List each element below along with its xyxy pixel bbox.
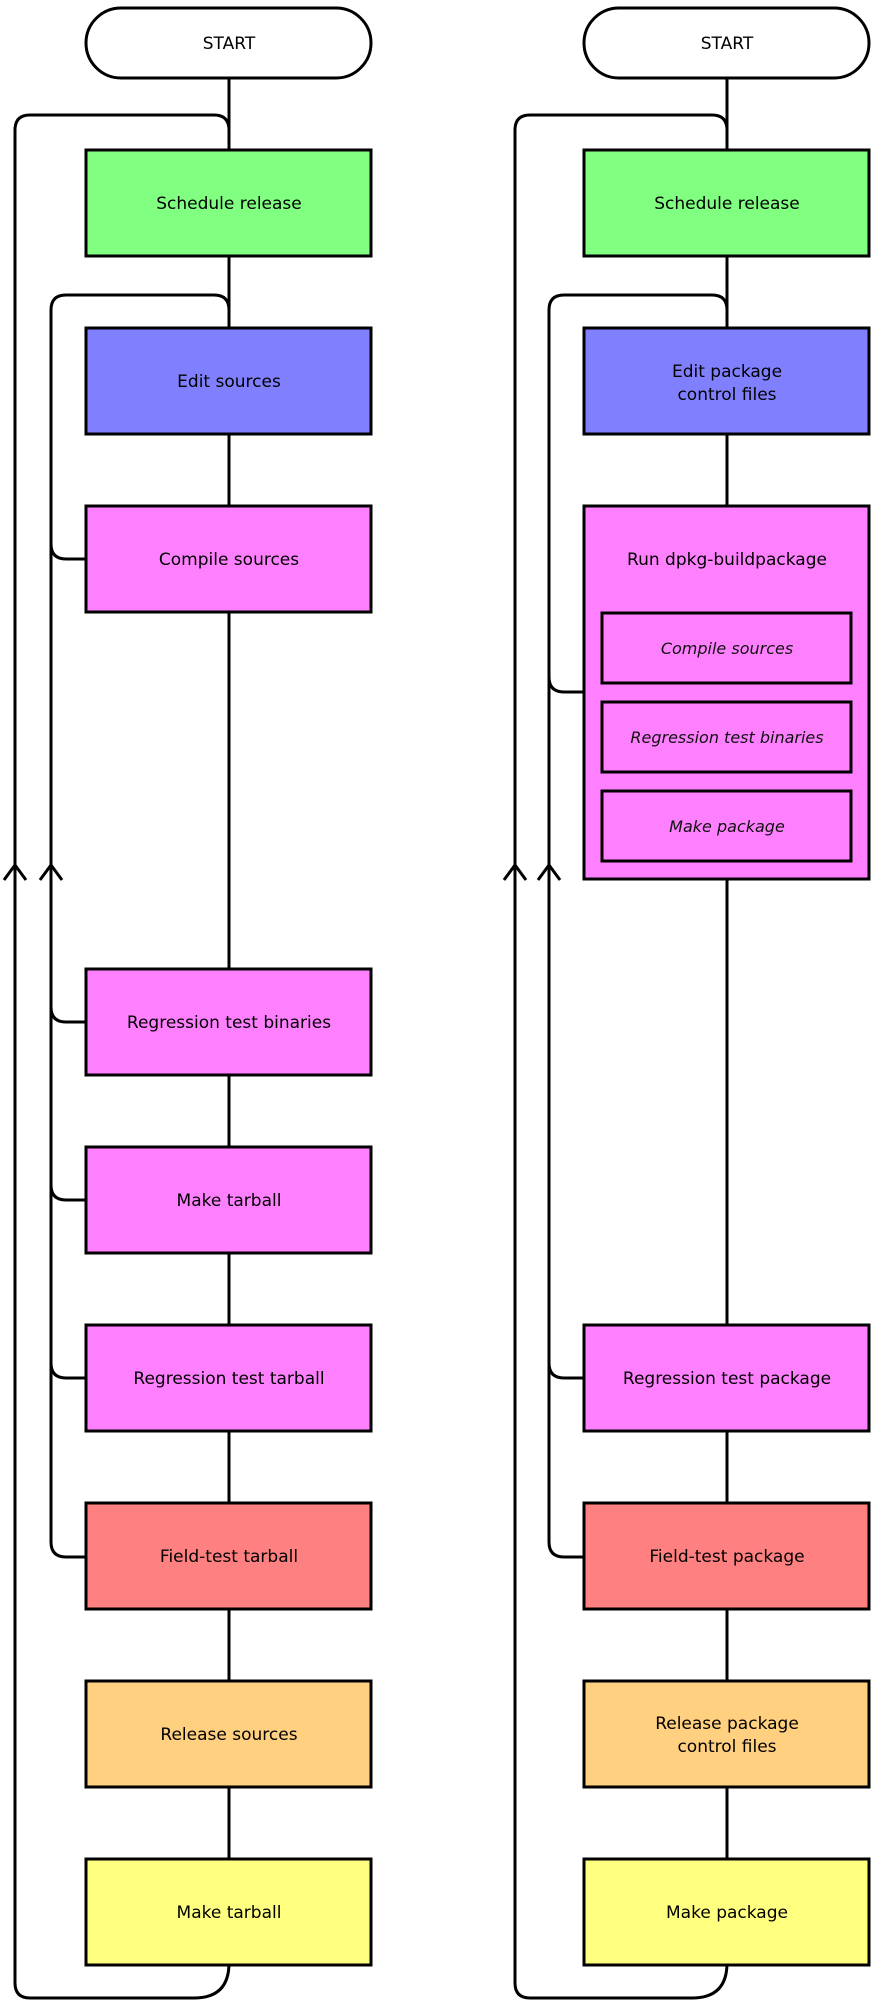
- left-regression-test-tarball-label: Regression test tarball: [133, 1369, 324, 1389]
- right-schedule-release-box: Schedule release: [582, 148, 871, 258]
- left-schedule-release-box: Schedule release: [84, 148, 373, 258]
- left-branch-compile: [49, 543, 86, 561]
- left-regression-test-binaries-box: Regression test binaries: [84, 967, 373, 1077]
- right-sub-compile-sources-label: Compile sources: [661, 639, 793, 658]
- left-field-test-tarball-label: Field-test tarball: [160, 1547, 298, 1567]
- right-final-make-package-label: Make package: [666, 1903, 788, 1923]
- right-field-test-package-label: Field-test package: [649, 1547, 804, 1567]
- left-edit-sources-box: Edit sources: [84, 326, 373, 436]
- left-edit-sources-label: Edit sources: [177, 372, 281, 392]
- right-start-label: START: [701, 34, 754, 54]
- left-final-make-tarball-label: Make tarball: [177, 1903, 282, 1923]
- right-sub-make-package-box: Make package: [600, 789, 853, 863]
- right-schedule-release-label: Schedule release: [654, 194, 800, 214]
- left-final-make-tarball-box: Make tarball: [84, 1857, 373, 1967]
- right-release-package-label-line-2: control files: [677, 1737, 776, 1757]
- right-final-make-package-box: Make package: [582, 1857, 871, 1967]
- right-sub-make-package-label: Make package: [669, 817, 785, 836]
- right-edit-package-label-line-1: Edit package: [672, 362, 782, 382]
- left-schedule-release-label: Schedule release: [156, 194, 302, 214]
- left-start-terminal: START: [84, 6, 373, 80]
- right-field-test-package-box: Field-test package: [582, 1501, 871, 1611]
- right-inner-loop-arrow: [536, 862, 562, 881]
- right-outer-loop: [513, 113, 729, 2000]
- right-branch-regression-package: [547, 1362, 584, 1380]
- right-regression-test-package-label: Regression test package: [623, 1369, 831, 1389]
- left-branch-regression-tarball: [49, 1362, 86, 1380]
- right-edit-package-control-files-box: Edit package control files: [582, 326, 871, 436]
- right-edit-package-label-line-2: control files: [677, 385, 776, 405]
- right-regression-test-package-box: Regression test package: [582, 1323, 871, 1433]
- right-release-package-control-files-box: Release package control files: [582, 1679, 871, 1789]
- left-inner-loop-arrow: [38, 862, 64, 881]
- right-sub-regression-test-binaries-label: Regression test binaries: [630, 728, 823, 747]
- right-start-terminal: START: [582, 6, 871, 80]
- left-field-test-tarball-box: Field-test tarball: [84, 1501, 373, 1611]
- left-start-label: START: [203, 34, 256, 54]
- left-inner-loop: [49, 293, 231, 1559]
- left-make-tarball-box: Make tarball: [84, 1145, 373, 1255]
- left-branch-regression-binaries: [49, 1006, 86, 1024]
- right-outer-loop-arrow: [502, 862, 528, 881]
- right-sub-regression-test-binaries-box: Regression test binaries: [600, 700, 853, 774]
- right-flow: START Schedule release Edit package cont…: [582, 6, 871, 1967]
- left-compile-sources-label: Compile sources: [159, 550, 299, 570]
- left-flow: START Schedule release Edit sources Comp…: [84, 6, 373, 1967]
- left-regression-test-tarball-box: Regression test tarball: [84, 1323, 373, 1433]
- left-release-sources-label: Release sources: [160, 1725, 297, 1745]
- left-compile-sources-box: Compile sources: [84, 504, 373, 614]
- left-make-tarball-label: Make tarball: [177, 1191, 282, 1211]
- left-regression-test-binaries-label: Regression test binaries: [127, 1013, 331, 1033]
- right-release-package-label-line-1: Release package: [655, 1714, 799, 1734]
- right-sub-compile-sources-box: Compile sources: [600, 611, 853, 685]
- left-branch-make-tarball: [49, 1184, 86, 1202]
- right-dpkg-buildpackage-label: Run dpkg-buildpackage: [627, 550, 827, 570]
- left-outer-loop: [13, 113, 231, 2000]
- left-release-sources-box: Release sources: [84, 1679, 373, 1789]
- right-branch-dpkg: [547, 676, 584, 694]
- left-outer-loop-arrow: [2, 862, 28, 881]
- right-inner-loop: [547, 293, 729, 1559]
